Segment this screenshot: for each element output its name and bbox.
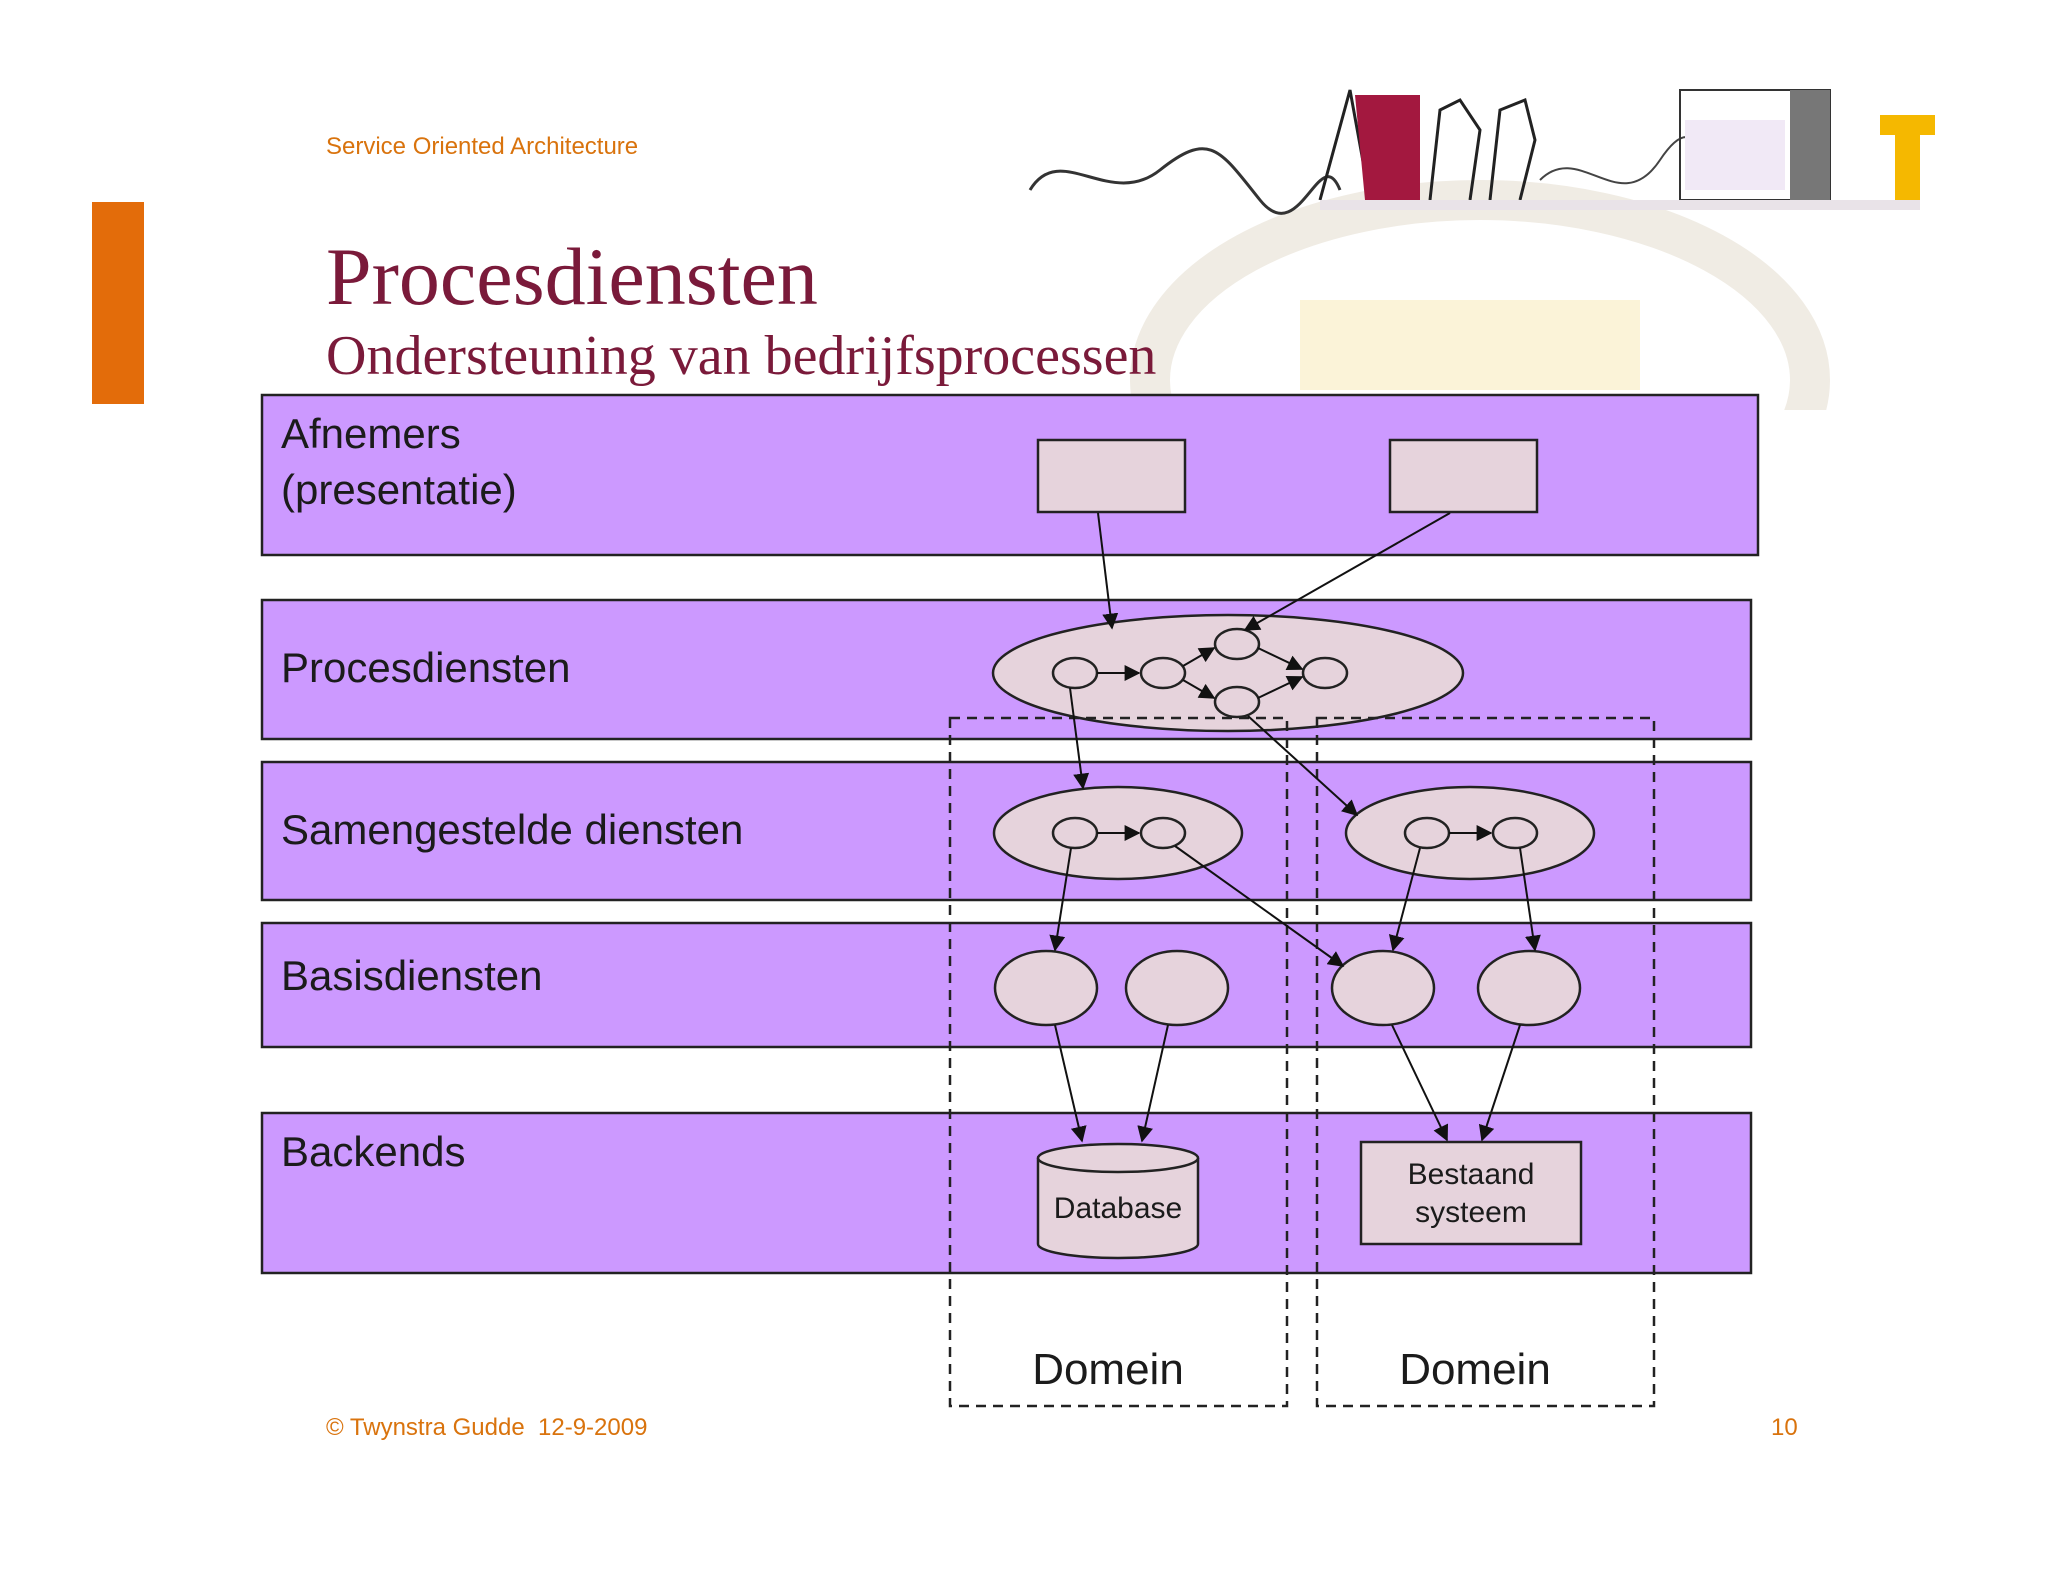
composite-step-node [1139, 816, 1187, 850]
domain-boundary [1315, 716, 1656, 1408]
connector-arrow [1478, 1024, 1521, 1142]
connector-arrow [1049, 847, 1072, 952]
connector-arrow [1054, 1024, 1087, 1143]
basic-service-node [993, 949, 1099, 1027]
page-subtitle: Ondersteuning van bedrijfsprocessen [326, 325, 1157, 387]
connector-arrow [1519, 847, 1541, 952]
footer-copyright: © Twynstra Gudde 12-9-2009 [326, 1414, 648, 1441]
connector-arrow [1247, 715, 1359, 817]
page-title: Procesdiensten [326, 231, 818, 322]
process-step-node [1301, 656, 1349, 690]
connector-arrow [1097, 512, 1119, 630]
consumer-box [1036, 438, 1187, 514]
legacy-system-label: Bestaand systeem [1407, 1158, 1535, 1229]
basic-service-node [1330, 949, 1436, 1027]
accent-bar [92, 202, 144, 404]
process-step-node [1213, 685, 1261, 719]
process-step-node [1213, 627, 1261, 661]
page-number: 10 [1771, 1414, 1798, 1441]
connector-arrow [1257, 647, 1304, 671]
basic-service-node [1476, 949, 1582, 1027]
basic-service-node [1124, 949, 1230, 1027]
legacy-system-box [1359, 1140, 1583, 1246]
connector-arrow [1391, 1024, 1449, 1142]
layer-label-samengestelde: Samengestelde diensten [281, 806, 744, 853]
connector-arrow [1137, 1024, 1169, 1143]
connector-arrow [1257, 675, 1304, 699]
domain-label: Domein [1399, 1345, 1551, 1394]
domain-boundary [948, 716, 1289, 1408]
consumer-box [1388, 438, 1539, 514]
connector-arrow [1069, 687, 1090, 790]
database-icon [1036, 1142, 1200, 1260]
layer-label-basisdiensten: Basisdiensten [281, 952, 543, 999]
connector-arrow [1243, 512, 1451, 631]
layer-label-procesdiensten: Procesdiensten [281, 644, 571, 691]
layer-label-backends: Backends [281, 1128, 466, 1175]
database-label: Database [1053, 1192, 1183, 1225]
process-service-node [991, 613, 1465, 733]
process-step-node [1139, 656, 1187, 690]
connector-arrow [1388, 847, 1421, 952]
connector-arrow [1182, 679, 1216, 699]
company-logo [1028, 89, 1935, 410]
header-section-label: Service Oriented Architecture [326, 133, 639, 160]
layer-label-afnemers: Afnemers (presentatie) [281, 410, 517, 513]
domain-label: Domein [1032, 1345, 1184, 1394]
process-step-node [1051, 656, 1099, 690]
connector-arrow [1174, 845, 1345, 967]
composite-step-node [1403, 816, 1451, 850]
composite-step-node [1051, 816, 1099, 850]
connector-arrow [1182, 647, 1216, 667]
composite-step-node [1491, 816, 1539, 850]
